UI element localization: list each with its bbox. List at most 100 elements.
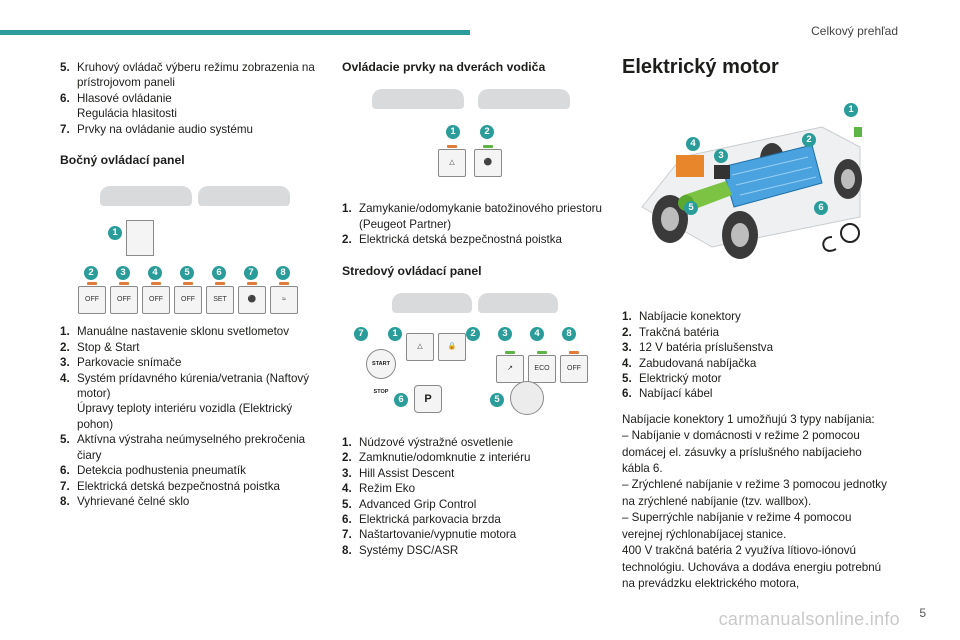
steering-wheel-illustration	[100, 186, 192, 207]
callout-2: 2	[480, 125, 494, 140]
callout-7: 7	[354, 327, 368, 342]
callout-3: 3	[116, 266, 130, 281]
side-panel-figure: 1 2 3 4 5 6 7 8 OFF OFF OFF OFF SET ⚫ ≈	[60, 178, 325, 315]
list-item: 7.Prvky na ovládanie audio systému	[60, 122, 253, 136]
lock-button[interactable]: 🔒	[438, 333, 466, 362]
callout-1: 1	[108, 226, 122, 241]
section-title: Celkový prehľad	[811, 24, 898, 38]
callout-3: 3	[498, 327, 512, 342]
steering-wheel-illustration	[372, 89, 464, 110]
page-number: 5	[919, 606, 926, 620]
list-item: 5.Advanced Grip Control	[342, 497, 477, 511]
dsc-asr-button[interactable]: OFF	[560, 351, 588, 384]
ev-cutaway-illustration	[641, 126, 862, 260]
column-3: Elektrický motor 1 2 4 3 5 6 1.Nab	[622, 56, 887, 592]
parking-brake-button[interactable]: P	[414, 385, 442, 414]
paragraph-line: – Superrýchle nabíjanie v režime 4 pomoc…	[622, 511, 852, 541]
windscreen-heat-button[interactable]: ≈	[270, 282, 298, 315]
list-item: 3.Hill Assist Descent	[342, 466, 455, 480]
driver-door-heading: Ovládacie prvky na dverách vodiča	[342, 60, 546, 74]
callout-5: 5	[490, 393, 504, 408]
grip-control-knob[interactable]	[510, 381, 544, 416]
callout-8: 8	[276, 266, 290, 281]
list-item: 7.Elektrická detská bezpečnostná poistka	[60, 479, 281, 493]
eco-button[interactable]: ECO	[528, 351, 556, 384]
list-item: 8.Systémy DSC/ASR	[342, 543, 459, 557]
list-item: 4.Zabudovaná nabíjačka	[622, 356, 757, 370]
charging-paragraph: Nabíjacie konektory 1 umožňujú 3 typy na…	[622, 412, 887, 592]
side-panel-list: 1.Manuálne nastavenie sklonu svetlometov…	[60, 324, 325, 509]
driver-door-figure: 1 2 △ ⚫	[342, 85, 602, 187]
hill-descent-button[interactable]: ↗	[496, 351, 524, 384]
center-panel-list: 1.Núdzové výstražné osvetlenie 2.Zamknut…	[342, 435, 602, 558]
list-item: 7.Naštartovanie/vypnutie motora	[342, 528, 517, 542]
tyre-detection-button[interactable]: SET	[206, 282, 234, 315]
headlamp-adjuster	[126, 220, 154, 257]
callout-6: 6	[814, 201, 828, 216]
list-item: 2.Zamknutie/odomknutie z interiéru	[342, 451, 531, 465]
center-panel-heading: Stredový ovládací panel	[342, 263, 482, 278]
column-2: Ovládacie prvky na dverách vodiča 1 2 △ …	[342, 60, 602, 558]
list-item: 5.Aktívna výstraha neúmyselného prekroče…	[60, 433, 306, 462]
child-lock-button[interactable]: ⚫	[238, 282, 266, 315]
list-item: 2.Trakčná batéria	[622, 325, 720, 339]
paragraph-line: – Zrýchlené nabíjanie v režime 3 pomocou…	[622, 478, 887, 508]
callout-2: 2	[466, 327, 480, 342]
list-item: 1.Zamykanie/odomykanie batožinového prie…	[342, 202, 602, 231]
driver-door-list: 1.Zamykanie/odomykanie batožinového prie…	[342, 201, 602, 247]
callout-8: 8	[562, 327, 576, 342]
steering-wheel-illustration	[392, 293, 472, 314]
start-stop-button[interactable]: START STOP	[366, 349, 396, 395]
callout-4: 4	[530, 327, 544, 342]
callout-1: 1	[388, 327, 402, 342]
list-item: 5.Elektrický motor	[622, 372, 722, 386]
page-title: Elektrický motor	[622, 56, 779, 78]
list-item: 6.Elektrická parkovacia brzda	[342, 513, 501, 527]
callout-7: 7	[244, 266, 258, 281]
callout-6: 6	[212, 266, 226, 281]
boot-lock-button[interactable]: △	[438, 145, 466, 178]
paragraph-line: – Nabíjanie v domácnosti v režime 2 pomo…	[622, 429, 862, 476]
list-item: 2.Elektrická detská bezpečnostná poistka	[342, 233, 563, 247]
callout-1: 1	[446, 125, 460, 140]
callout-3: 3	[714, 149, 728, 164]
list-item: 8.Vyhrievané čelné sklo	[60, 494, 190, 508]
top-list: 5.Kruhový ovládač výberu režimu zobrazen…	[60, 60, 325, 137]
list-item: 4.Systém prídavného kúrenia/vetrania (Na…	[60, 371, 309, 431]
callout-5: 5	[684, 201, 698, 216]
steering-wheel-illustration	[478, 293, 558, 314]
callout-5: 5	[180, 266, 194, 281]
list-item: 3.Parkovacie snímače	[60, 356, 182, 370]
header-accent-bar	[0, 30, 470, 35]
stop-start-button[interactable]: OFF	[78, 282, 106, 315]
list-item: 1.Núdzové výstražné osvetlenie	[342, 436, 514, 450]
electric-motor-figure: 1 2 4 3 5 6	[622, 87, 887, 263]
callout-2: 2	[84, 266, 98, 281]
list-item: 2.Stop & Start	[60, 340, 140, 354]
paragraph-line: 400 V trakčná batéria 2 využíva lítiovo-…	[622, 544, 882, 590]
steering-wheel-illustration	[198, 186, 290, 207]
list-item: 5.Kruhový ovládač výberu režimu zobrazen…	[60, 61, 315, 90]
callout-2: 2	[802, 133, 816, 148]
electric-motor-list: 1.Nabíjacie konektory 2.Trakčná batéria …	[622, 309, 887, 401]
callout-4: 4	[686, 137, 700, 152]
side-panel-heading: Bočný ovládací panel	[60, 153, 185, 168]
watermark: carmanualsonline.info	[718, 609, 900, 629]
lane-warning-button[interactable]: OFF	[174, 282, 202, 315]
center-panel-figure: 7 1 2 3 4 8 START STOP △ 🔒 ↗ ECO OFF 6 P…	[342, 289, 602, 423]
park-sensors-button[interactable]: OFF	[110, 282, 138, 315]
heater-button[interactable]: OFF	[142, 282, 170, 315]
steering-wheel-illustration	[478, 89, 570, 110]
callout-1: 1	[844, 103, 858, 118]
list-item: 3.12 V batéria príslušenstva	[622, 341, 774, 355]
child-lock-button[interactable]: ⚫	[474, 145, 502, 178]
list-item: 1.Manuálne nastavenie sklonu svetlometov	[60, 325, 290, 339]
list-item: 1.Nabíjacie konektory	[622, 310, 741, 324]
paragraph-line: Nabíjacie konektory 1 umožňujú 3 typy na…	[622, 412, 875, 426]
column-1: 5.Kruhový ovládač výberu režimu zobrazen…	[60, 60, 325, 509]
hazard-button[interactable]: △	[406, 333, 434, 362]
list-item: 6.Detekcia podhustenia pneumatík	[60, 464, 246, 478]
list-item: 4.Režim Eko	[342, 482, 416, 496]
callout-4: 4	[148, 266, 162, 281]
